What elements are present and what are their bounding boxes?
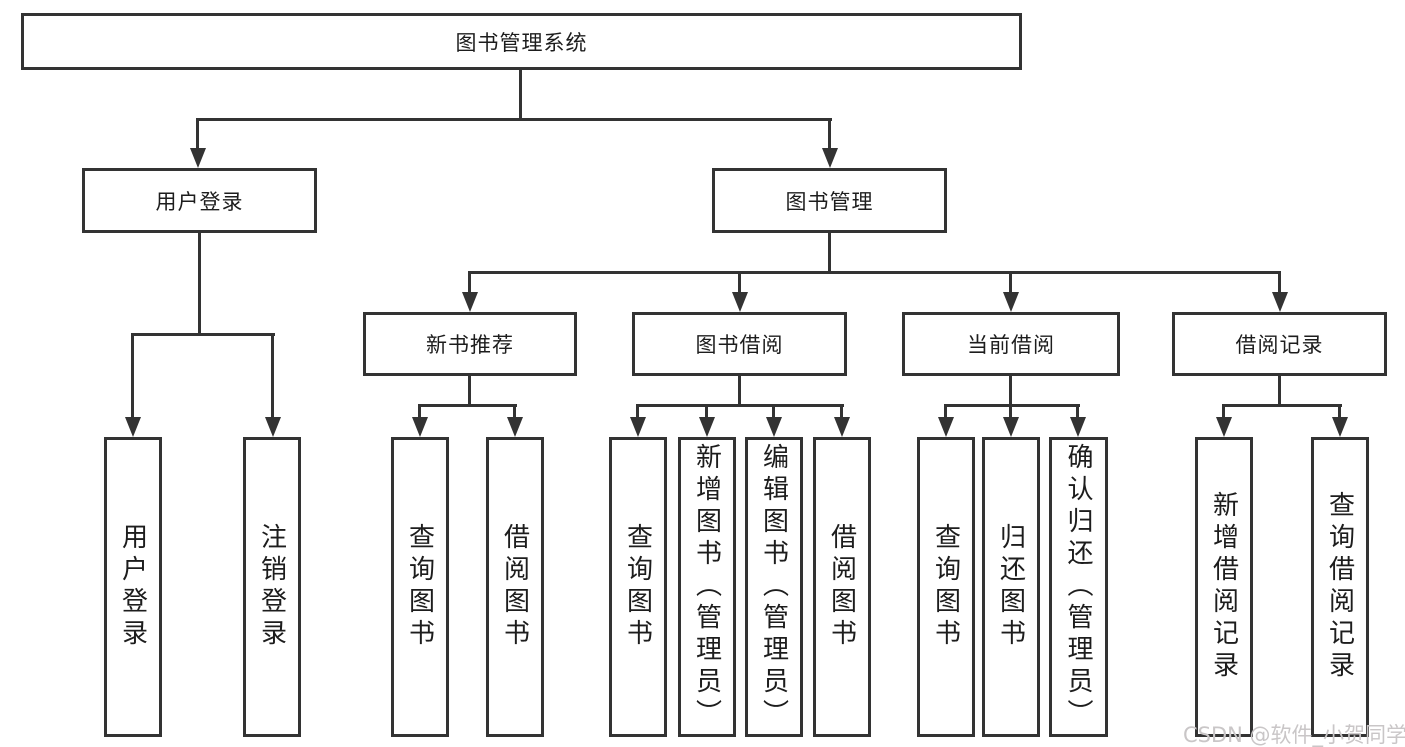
arrowhead-icon [1070,417,1086,437]
arrowhead-icon [265,417,281,437]
connector-line [828,233,831,273]
connector-line [1009,404,1012,420]
node-book-borrow: 图书借阅 [632,312,847,376]
leaf-query-book-2: 查询图书 [609,437,667,737]
node-book-management-branch: 图书管理 [712,168,947,233]
connector-line [196,118,199,152]
connector-line [513,404,516,420]
arrowhead-icon [1332,417,1348,437]
connector-line [468,375,471,406]
arrowhead-icon [1003,292,1019,312]
arrowhead-icon [834,417,850,437]
connector-line [196,118,832,121]
arrowhead-icon [822,148,838,168]
csdn-watermark: CSDN @软件_小贺同学 [1183,723,1405,747]
leaf-query-borrow-record: 查询借阅记录 [1311,437,1369,737]
leaf-edit-book-admin: 编辑图书（管理员） [745,437,803,737]
node-user-login-branch: 用户登录 [82,168,317,233]
connector-line [468,271,1281,274]
connector-line [418,404,421,420]
connector-line [1009,271,1012,295]
connector-line [519,69,522,120]
connector-line [1076,404,1079,420]
connector-line [418,404,517,407]
node-root: 图书管理系统 [21,13,1022,70]
arrowhead-icon [732,292,748,312]
connector-line [944,404,1080,407]
connector-line [198,233,201,335]
connector-line [636,404,844,407]
node-borrow-record: 借阅记录 [1172,312,1387,376]
connector-line [1222,404,1225,420]
connector-line [1278,375,1281,406]
connector-line [468,271,471,295]
connector-line [1009,375,1012,406]
leaf-add-borrow-record: 新增借阅记录 [1195,437,1253,737]
connector-line [840,404,843,420]
connector-line [1222,404,1342,407]
arrowhead-icon [699,417,715,437]
connector-line [738,375,741,406]
connector-line [636,404,639,420]
arrowhead-icon [125,417,141,437]
arrowhead-icon [630,417,646,437]
leaf-return-book: 归还图书 [982,437,1040,737]
arrowhead-icon [412,417,428,437]
leaf-borrow-book-1: 借阅图书 [486,437,544,737]
arrowhead-icon [1003,417,1019,437]
arrowhead-icon [938,417,954,437]
leaf-user-login: 用户登录 [104,437,162,737]
arrowhead-icon [190,148,206,168]
arrowhead-icon [462,292,478,312]
node-current-borrow: 当前借阅 [902,312,1120,376]
leaf-logout: 注销登录 [243,437,301,737]
connector-line [131,333,134,420]
arrowhead-icon [1272,292,1288,312]
connector-line [738,271,741,295]
connector-line [828,118,831,152]
leaf-borrow-book-2: 借阅图书 [813,437,871,737]
arrowhead-icon [766,417,782,437]
leaf-add-book-admin: 新增图书（管理员） [678,437,736,737]
connector-line [271,333,274,420]
leaf-query-book-3: 查询图书 [917,437,975,737]
leaf-query-book-1: 查询图书 [391,437,449,737]
connector-line [772,404,775,420]
arrowhead-icon [1216,417,1232,437]
connector-line [944,404,947,420]
connector-line [1338,404,1341,420]
node-new-book-recommend: 新书推荐 [363,312,577,376]
arrowhead-icon [507,417,523,437]
leaf-confirm-return-admin: 确认归还（管理员） [1049,437,1108,737]
connector-line [1278,271,1281,295]
connector-line [131,333,275,336]
connector-line [705,404,708,420]
